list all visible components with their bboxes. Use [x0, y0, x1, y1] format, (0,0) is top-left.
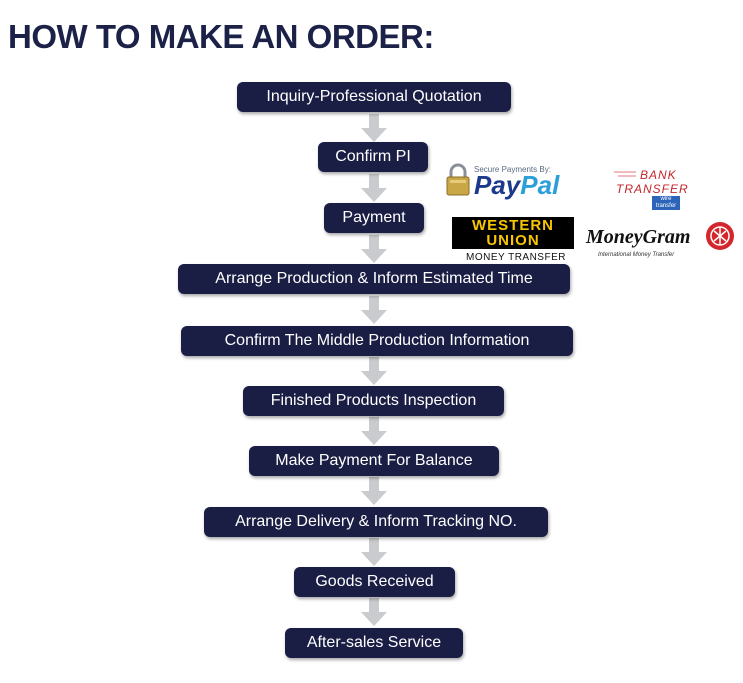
bank-transfer-line2: TRANSFER: [616, 182, 689, 196]
step-confirm-pi: Confirm PI: [318, 142, 428, 172]
moneygram-subtitle: International Money Transfer: [598, 252, 675, 258]
western-union-line1: WESTERN: [472, 217, 554, 234]
step-inspection: Finished Products Inspection: [243, 386, 504, 416]
arrow-down-icon: [361, 174, 387, 202]
arrow-down-icon: [361, 598, 387, 626]
step-inquiry: Inquiry-Professional Quotation: [237, 82, 511, 112]
step-arrange-delivery: Arrange Delivery & Inform Tracking NO.: [204, 507, 548, 537]
arrow-down-icon: [361, 417, 387, 445]
arrow-down-icon: [361, 477, 387, 505]
step-after-sales: After-sales Service: [285, 628, 463, 658]
western-union-line2: UNION: [486, 232, 540, 249]
page-title: HOW TO MAKE AN ORDER:: [8, 18, 434, 55]
wire-transfer-badge: wire transfer: [652, 196, 680, 210]
bank-transfer-line1: BANK: [640, 168, 677, 182]
padlock-icon: [446, 163, 470, 196]
arrow-down-icon: [361, 296, 387, 324]
step-payment: Payment: [324, 203, 424, 233]
step-goods-received: Goods Received: [294, 567, 455, 597]
moneygram-globe-icon: [706, 222, 734, 250]
arrow-down-icon: [361, 357, 387, 385]
step-confirm-middle-production: Confirm The Middle Production Informatio…: [181, 326, 573, 356]
western-union-line3: MONEY TRANSFER: [466, 252, 566, 263]
arrow-down-icon: [361, 538, 387, 566]
bank-transfer-lines-icon: [614, 171, 636, 177]
paypal-pal-text: Pal: [520, 170, 560, 200]
paypal-tagline: Secure Payments By:: [474, 165, 551, 174]
step-balance-payment: Make Payment For Balance: [249, 446, 499, 476]
moneygram-logo: MoneyGram: [586, 226, 691, 248]
western-union-logo: [452, 217, 574, 249]
arrow-down-icon: [361, 114, 387, 142]
step-arrange-production: Arrange Production & Inform Estimated Ti…: [178, 264, 570, 294]
paypal-logo: PayPal: [474, 170, 559, 201]
paypal-pay-text: Pay: [474, 170, 521, 200]
arrow-down-icon: [361, 235, 387, 263]
